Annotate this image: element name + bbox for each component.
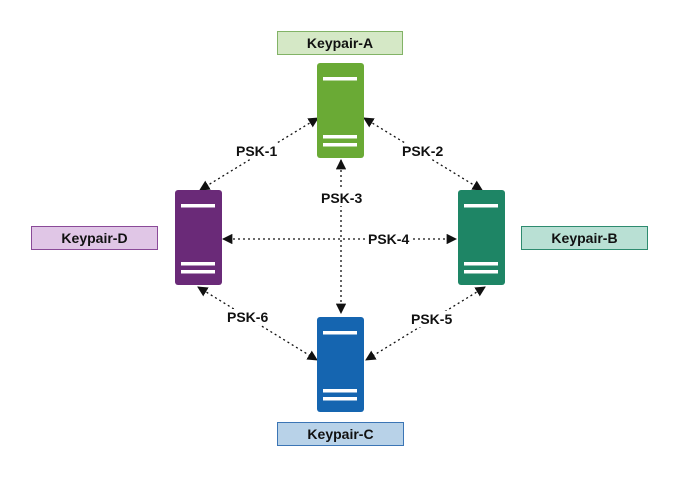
- psk-4-label: PSK-4: [367, 231, 411, 247]
- server-b-icon: [458, 190, 505, 285]
- edge-psk-2: [363, 117, 483, 191]
- psk-3-label: PSK-3: [320, 190, 364, 206]
- psk-6-label: PSK-6: [226, 309, 270, 325]
- server-c-icon: [317, 317, 364, 412]
- keypair-a-tag: Keypair-A: [277, 31, 403, 55]
- server-d-icon: [175, 190, 222, 285]
- edge-psk-5: [365, 286, 486, 361]
- edge-psk-6: [197, 286, 318, 361]
- keypair-c-tag: Keypair-C: [277, 422, 404, 446]
- keypair-d-tag: Keypair-D: [31, 226, 158, 250]
- psk-1-label: PSK-1: [235, 143, 279, 159]
- server-a-icon: [317, 63, 364, 158]
- psk-2-label: PSK-2: [401, 143, 445, 159]
- edge-psk-1: [199, 117, 319, 191]
- keypair-b-tag: Keypair-B: [521, 226, 648, 250]
- psk-5-label: PSK-5: [410, 311, 454, 327]
